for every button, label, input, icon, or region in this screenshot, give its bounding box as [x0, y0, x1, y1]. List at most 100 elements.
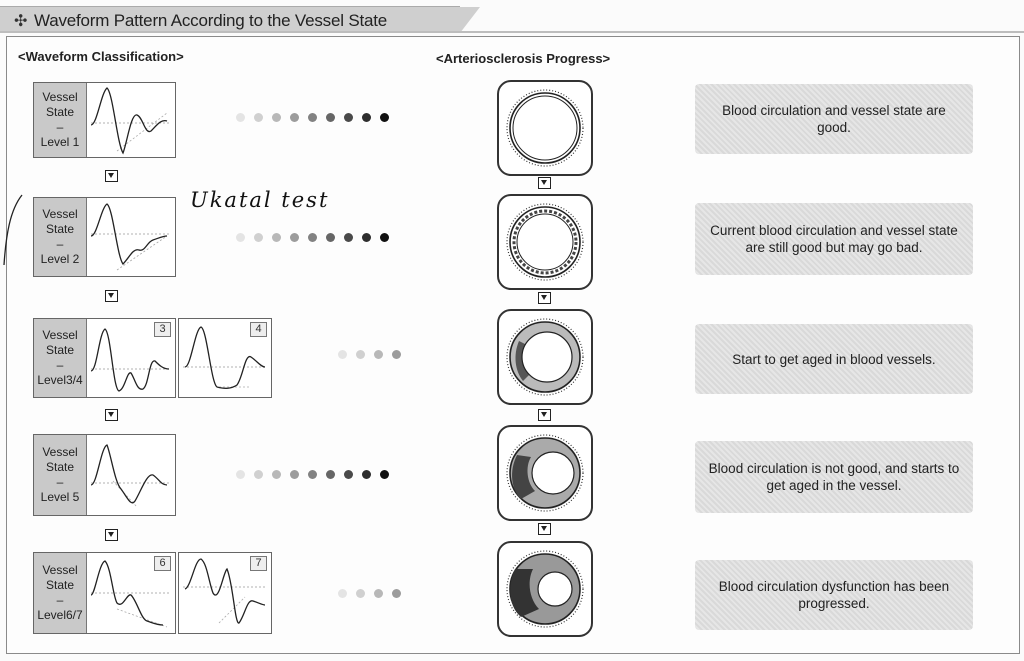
pattern-number-badge: 3	[154, 322, 171, 337]
dot	[362, 233, 371, 242]
label-line: Vessel	[42, 563, 78, 577]
dot	[308, 233, 317, 242]
dot	[326, 233, 335, 242]
dot	[344, 470, 353, 479]
vessel-state-label: Vessel State – Level 5	[34, 435, 87, 515]
vessel-cross-section	[506, 203, 584, 281]
dot	[236, 233, 245, 242]
label-line: Level3/4	[37, 373, 83, 387]
waveform-card-level-2: Vessel State – Level 2	[33, 197, 176, 277]
vessel-cross-section	[506, 550, 584, 628]
waveform-plot	[183, 326, 267, 389]
label-line: Level 1	[40, 135, 80, 149]
waveform-plot	[183, 558, 267, 624]
waveform-card-level-5: Vessel State – Level 5	[33, 434, 176, 516]
waveform-plot	[90, 87, 171, 155]
waveform-card-level-1: Vessel State – Level 1	[33, 82, 176, 158]
vessel-diagram-level-3	[497, 309, 593, 405]
vessel-cross-section	[506, 434, 584, 512]
label-line: State	[45, 578, 75, 592]
dot	[290, 470, 299, 479]
waveform-plot	[90, 444, 171, 508]
vessel-state-label: Vessel State – Level 1	[34, 83, 87, 157]
waveform-dots-level-5	[236, 470, 389, 479]
vessel-diagram-level-6	[497, 541, 593, 637]
vessel-diagram-level-5	[497, 425, 593, 521]
dot	[374, 589, 383, 598]
arteriosclerosis-progress-heading: <Arteriosclerosis Progress>	[436, 51, 611, 66]
down-arrow-icon	[538, 177, 551, 189]
dot	[338, 350, 347, 359]
dot	[374, 350, 383, 359]
move-cross-icon: ✣	[14, 13, 28, 30]
waveform-plot	[90, 203, 171, 271]
waveform-dots-level-2	[236, 233, 389, 242]
waveform-classification-heading: <Waveform Classification>	[18, 49, 184, 64]
waveform-card-level-4: 4	[178, 318, 272, 398]
label-line: –	[56, 237, 64, 251]
dot	[380, 233, 389, 242]
waveform-dots-level-6	[338, 589, 401, 598]
dot	[356, 350, 365, 359]
dot	[272, 113, 281, 122]
vessel-cross-section	[506, 318, 584, 396]
description-level-3: Start to get aged in blood vessels.	[695, 324, 973, 394]
pattern-number-badge: 6	[154, 556, 171, 571]
dot	[392, 350, 401, 359]
pattern-number-badge: 4	[250, 322, 267, 337]
dot	[272, 470, 281, 479]
description-level-2: Current blood circulation and vessel sta…	[695, 203, 973, 275]
dot	[254, 470, 263, 479]
title-bar: ✣ Waveform Pattern According to the Vess…	[0, 6, 480, 33]
handwritten-note: Ukatal test	[190, 188, 330, 212]
description-level-1: Blood circulation and vessel state are g…	[695, 84, 973, 154]
label-line: Level 2	[40, 252, 80, 266]
description-level-5: Blood circulation is not good, and start…	[695, 441, 973, 513]
dot	[308, 470, 317, 479]
waveform-dots-level-3	[338, 350, 401, 359]
label-line: –	[56, 475, 64, 489]
label-line: State	[45, 105, 75, 119]
waveform-card-level-3: Vessel State – Level3/4 3	[33, 318, 176, 398]
vessel-diagram-level-1	[497, 80, 593, 176]
down-arrow-icon	[538, 409, 551, 421]
label-line: State	[45, 460, 75, 474]
dot	[236, 470, 245, 479]
label-line: Vessel	[42, 445, 78, 459]
vessel-state-label: Vessel State – Level 2	[34, 198, 87, 276]
label-line: Vessel	[42, 328, 78, 342]
dot	[254, 233, 263, 242]
dot	[356, 589, 365, 598]
pattern-number-badge: 7	[250, 556, 267, 571]
title-rule	[0, 31, 1024, 33]
label-line: –	[56, 120, 64, 134]
down-arrow-icon	[538, 292, 551, 304]
dot	[290, 233, 299, 242]
vessel-cross-section	[506, 89, 584, 167]
waveform-plot	[90, 328, 171, 392]
dot	[362, 470, 371, 479]
label-line: –	[56, 593, 64, 607]
dot	[272, 233, 281, 242]
page-title: Waveform Pattern According to the Vessel…	[34, 11, 388, 30]
dot	[254, 113, 263, 122]
vessel-diagram-level-2	[497, 194, 593, 290]
dot	[326, 113, 335, 122]
label-line: Level 5	[40, 490, 80, 504]
label-line: Vessel	[42, 207, 78, 221]
dot	[362, 113, 371, 122]
waveform-dots-level-1	[236, 113, 389, 122]
waveform-card-level-7: 7	[178, 552, 272, 634]
down-arrow-icon	[105, 409, 118, 421]
label-line: State	[45, 343, 75, 357]
label-line: Level6/7	[37, 608, 83, 622]
down-arrow-icon	[538, 523, 551, 535]
dot	[344, 113, 353, 122]
down-arrow-icon	[105, 529, 118, 541]
dot	[380, 113, 389, 122]
waveform-plot	[90, 560, 171, 628]
dot	[326, 470, 335, 479]
description-level-6: Blood circulation dysfunction has been p…	[695, 560, 973, 630]
down-arrow-icon	[105, 170, 118, 182]
label-line: –	[56, 358, 64, 372]
